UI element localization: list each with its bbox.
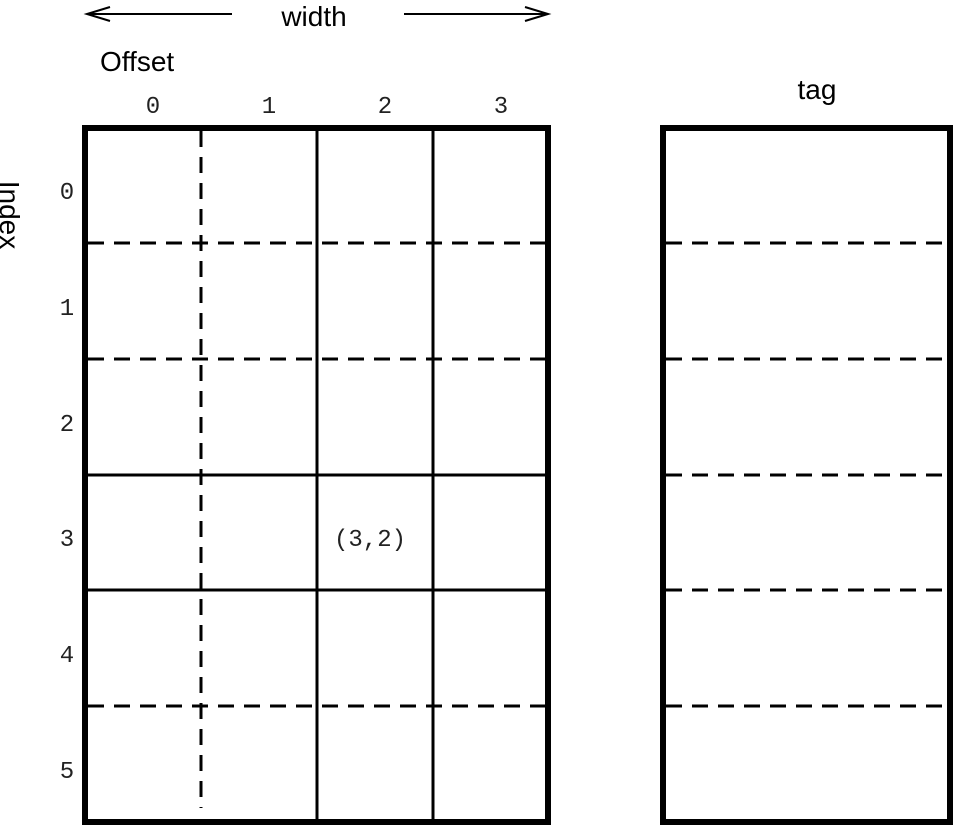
index-tick-0: 0 [60, 180, 74, 207]
offset-tick-0: 0 [146, 94, 160, 121]
offset-label: Offset [100, 46, 174, 77]
tag-border [660, 125, 953, 825]
tag-label: tag [798, 74, 837, 105]
index-tick-3: 3 [60, 527, 74, 554]
width-arrow-right [404, 6, 552, 22]
index-tick-1: 1 [60, 296, 74, 323]
data-grid [82, 125, 551, 825]
index-tick-2: 2 [60, 412, 74, 439]
index-tick-4: 4 [60, 643, 74, 670]
tag-column [660, 125, 953, 825]
offset-tick-3: 3 [494, 94, 508, 121]
width-arrow-left [83, 6, 232, 22]
width-label: width [280, 1, 346, 32]
grid-border [82, 125, 551, 825]
index-tick-5: 5 [60, 759, 74, 786]
offset-tick-2: 2 [378, 94, 392, 121]
index-label: Index [0, 181, 25, 250]
cell-label: (3,2) [334, 527, 406, 554]
offset-tick-1: 1 [262, 94, 276, 121]
